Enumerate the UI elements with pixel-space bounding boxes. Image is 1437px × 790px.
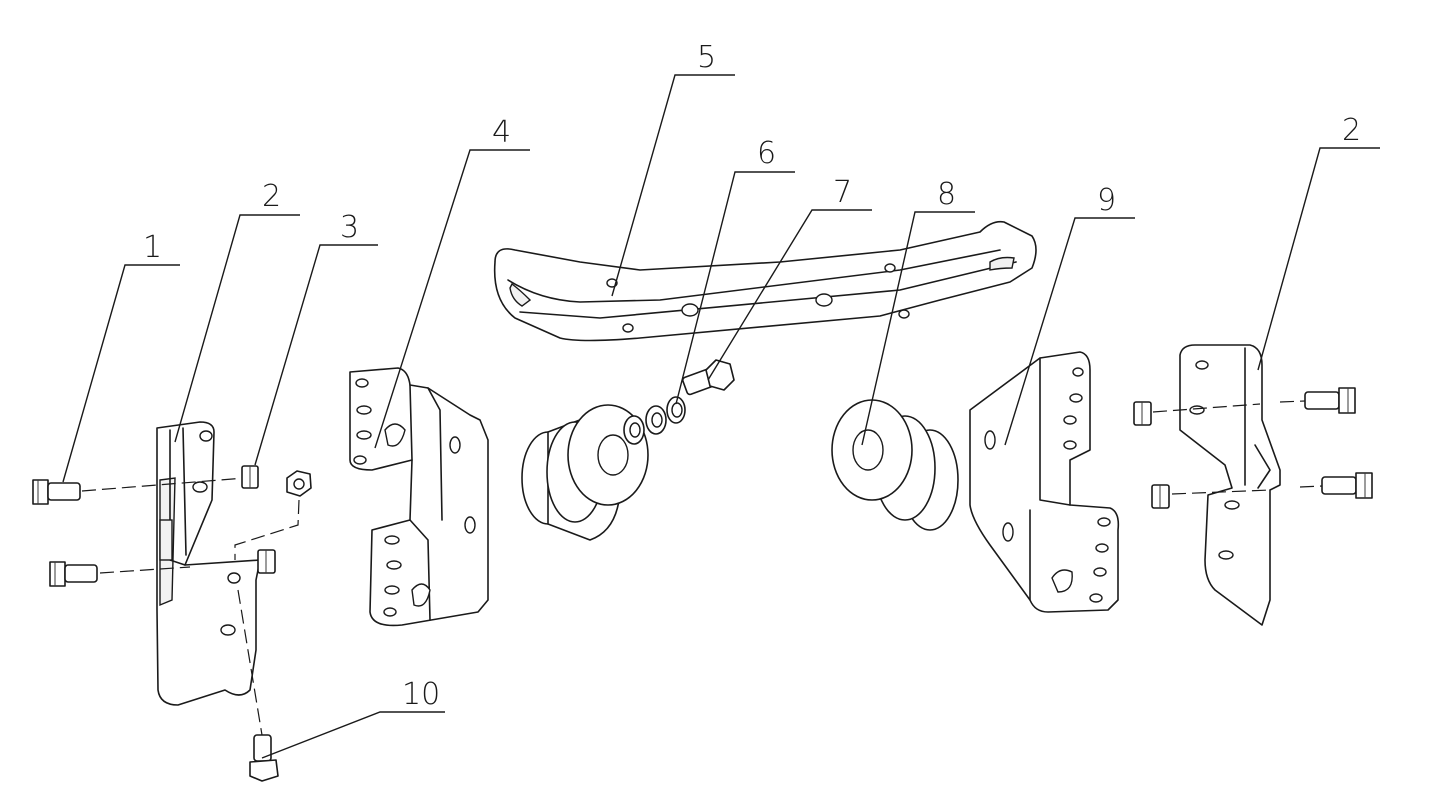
left-hex-nut-top (234, 470, 312, 560)
part-7-bolt (681, 359, 735, 396)
part-5-cross-member (493, 220, 1037, 342)
left-nut-lower (257, 549, 276, 574)
callout-labels: 1 2 3 4 5 6 7 8 9 2 10 (143, 40, 1361, 712)
callout-2-right: 2 (1342, 113, 1361, 148)
left-bolt-lower (49, 561, 191, 587)
washer-set (623, 396, 686, 445)
left-nut-upper (241, 465, 259, 489)
right-nut-upper (1133, 401, 1261, 426)
left-bolt-bottom (237, 589, 279, 782)
left-mount-bracket (156, 421, 261, 706)
callout-2-left: 2 (262, 179, 281, 214)
left-bolt-upper (32, 477, 246, 505)
callout-10: 10 (402, 677, 440, 712)
rubber-mount-left (521, 404, 649, 541)
callout-9: 9 (1097, 183, 1116, 218)
right-bolt-upper (1279, 387, 1356, 414)
callout-6: 6 (757, 136, 776, 171)
callout-1: 1 (143, 230, 162, 265)
callout-7: 7 (833, 175, 852, 210)
callout-8: 8 (937, 177, 956, 212)
callout-5: 5 (697, 40, 716, 75)
rubber-mount-right (831, 399, 959, 531)
callout-3: 3 (340, 210, 359, 245)
leader-lines (62, 74, 1380, 759)
callout-4: 4 (492, 115, 511, 150)
right-nut-lower (1151, 484, 1271, 509)
right-mount-bracket (1179, 344, 1281, 626)
part-4-bracket (349, 367, 489, 627)
right-bolt-lower (1299, 472, 1373, 499)
part-9-bracket (969, 351, 1120, 613)
